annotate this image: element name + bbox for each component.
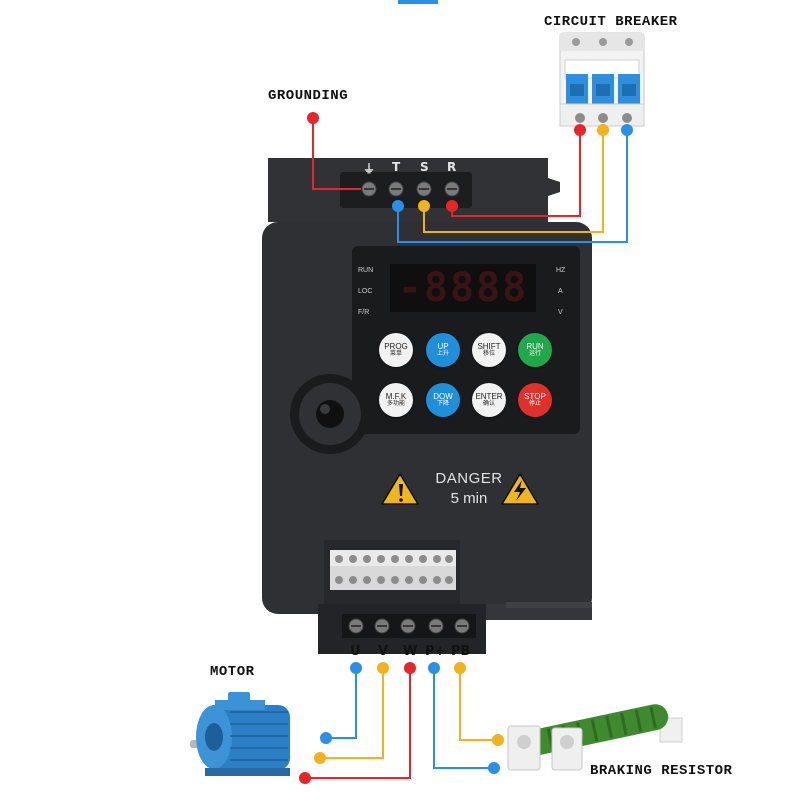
hz-indicator-label: HZ: [556, 267, 566, 274]
output-terminal-screws: [342, 614, 476, 638]
up-button-sublabel: 上升: [436, 351, 449, 357]
terminal-v-label: V: [378, 644, 389, 659]
mfk-button[interactable]: M.F.K 多功能: [379, 383, 413, 417]
v-indicator-label: V: [558, 309, 563, 316]
led-display: -8888: [397, 265, 529, 311]
inverter-body: [262, 158, 592, 654]
run-indicator-label: RUN: [358, 267, 374, 274]
high-voltage-icon: [500, 472, 540, 505]
input-terminal-screws: [361, 181, 460, 197]
loc-indicator-label: LOC: [358, 288, 373, 295]
terminal-t-label: T: [392, 160, 401, 174]
circuit-breaker-label: CIRCUIT BREAKER: [544, 14, 678, 30]
a-indicator-label: A: [558, 288, 563, 295]
danger-time-text: 5 min: [450, 490, 488, 507]
prog-button-label: PROG: [384, 342, 408, 351]
braking-resistor-label: BRAKING RESISTOR: [590, 763, 733, 779]
wire-dots: [299, 112, 633, 784]
motor: [190, 692, 290, 776]
up-button-label: UP: [437, 342, 449, 351]
up-button[interactable]: UP 上升: [426, 333, 460, 367]
stop-button[interactable]: STOP 停止: [518, 383, 552, 417]
grounding-label: GROUNDING: [268, 88, 349, 104]
stop-button-label: STOP: [524, 392, 546, 401]
terminal-r-label: R: [447, 160, 457, 174]
down-button-label: DOW: [433, 392, 453, 401]
down-button[interactable]: DOW 下降: [426, 383, 460, 417]
terminal-pb-label: PB: [451, 644, 471, 659]
warning-icon: [380, 472, 420, 505]
stop-button-sublabel: 停止: [528, 401, 541, 407]
circuit-breaker: [559, 32, 645, 127]
run-button[interactable]: RUN 运行: [518, 333, 552, 367]
shift-button-label: SHIFT: [477, 342, 501, 351]
ground-terminal-label: ⏚: [363, 162, 376, 176]
terminal-p-plus-label: P+: [425, 644, 446, 659]
terminal-w-label: W: [403, 644, 418, 659]
down-button-sublabel: 下降: [436, 401, 449, 407]
danger-text: DANGER: [435, 470, 503, 487]
shift-button-sublabel: 移位: [482, 351, 495, 357]
top-tab-mark: [398, 0, 438, 4]
prog-button[interactable]: PROG 菜单: [379, 333, 413, 367]
run-button-label: RUN: [526, 342, 544, 351]
enter-button[interactable]: ENTER 确认: [472, 383, 506, 417]
braking-resistor: [507, 704, 683, 771]
motor-label: MOTOR: [210, 664, 255, 680]
run-button-sublabel: 运行: [528, 351, 541, 357]
enter-button-label: ENTER: [475, 392, 503, 401]
terminal-s-label: S: [420, 160, 429, 174]
mfk-button-sublabel: 多功能: [386, 401, 405, 407]
mfk-button-label: M.F.K: [385, 392, 407, 401]
potentiometer-knob: [290, 374, 370, 454]
shift-button[interactable]: SHIFT 移位: [472, 333, 506, 367]
fr-indicator-label: F/R: [358, 309, 370, 316]
prog-button-sublabel: 菜单: [389, 351, 402, 357]
control-terminal-block: [330, 550, 456, 590]
terminal-u-label: U: [350, 644, 361, 659]
enter-button-sublabel: 确认: [482, 401, 495, 407]
